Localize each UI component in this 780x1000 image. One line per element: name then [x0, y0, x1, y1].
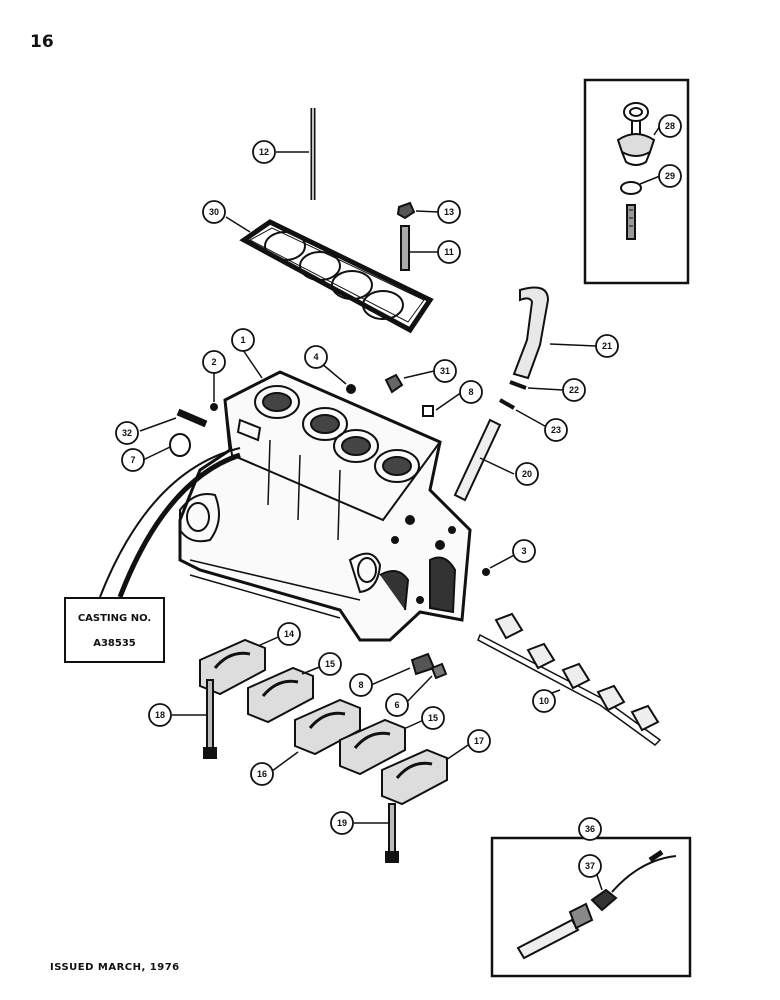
camshaft-bushings	[477, 612, 662, 746]
callout-29: 29	[665, 171, 675, 181]
callout-10: 10	[539, 696, 549, 706]
page-number: 16	[30, 32, 54, 52]
main-bearing-caps	[199, 638, 448, 806]
callout-4: 4	[313, 352, 318, 362]
callout-22: 22	[569, 385, 579, 395]
callout-16: 16	[257, 769, 267, 779]
callout-28: 28	[665, 121, 675, 131]
callout-31: 31	[440, 366, 450, 376]
callout-15-upper: 15	[325, 659, 335, 669]
dipstick-tube	[453, 418, 502, 502]
callout-32: 32	[122, 428, 132, 438]
callout-7: 7	[130, 455, 135, 465]
nut-and-stud	[396, 201, 416, 271]
callout-19: 19	[337, 818, 347, 828]
small-block-parts	[169, 373, 490, 576]
callout-11: 11	[444, 247, 454, 257]
callout-6: 6	[394, 700, 399, 710]
casting-leader-lines	[99, 447, 241, 598]
casting-number: A38535	[93, 638, 136, 649]
callout-1: 1	[240, 335, 245, 345]
bearing-cap-bolts	[203, 679, 399, 863]
dipstick-inset	[583, 78, 690, 285]
callout-17: 17	[474, 736, 484, 746]
oil-gallery-plugs	[410, 652, 448, 680]
callout-36: 36	[585, 824, 595, 834]
callout-14: 14	[284, 629, 294, 639]
callout-circles	[115, 114, 682, 878]
callout-23: 23	[551, 425, 561, 435]
callout-3: 3	[521, 546, 526, 556]
callout-30: 30	[209, 207, 219, 217]
callout-8-top: 8	[468, 387, 473, 397]
callout-18: 18	[155, 710, 165, 720]
callout-numbers: 12 30 13 11 28 29 21 1 2 4 31 8 22 23 32…	[122, 121, 675, 871]
issued-date: ISSUED MARCH, 1976	[50, 962, 180, 973]
callout-2: 2	[211, 357, 216, 367]
callout-20: 20	[522, 469, 532, 479]
callout-12: 12	[259, 147, 269, 157]
callout-13: 13	[444, 207, 454, 217]
oil-filler-tube	[499, 286, 550, 410]
casting-number-box: CASTING NO. A38535	[64, 597, 165, 663]
callout-37: 37	[585, 861, 595, 871]
casting-label: CASTING NO.	[77, 613, 152, 624]
engine-block	[178, 370, 472, 642]
callout-8-lower: 8	[358, 680, 363, 690]
head-gasket	[239, 219, 434, 334]
callout-15-lower: 15	[428, 713, 438, 723]
sender-inset	[490, 836, 692, 978]
callout-21: 21	[602, 341, 612, 351]
